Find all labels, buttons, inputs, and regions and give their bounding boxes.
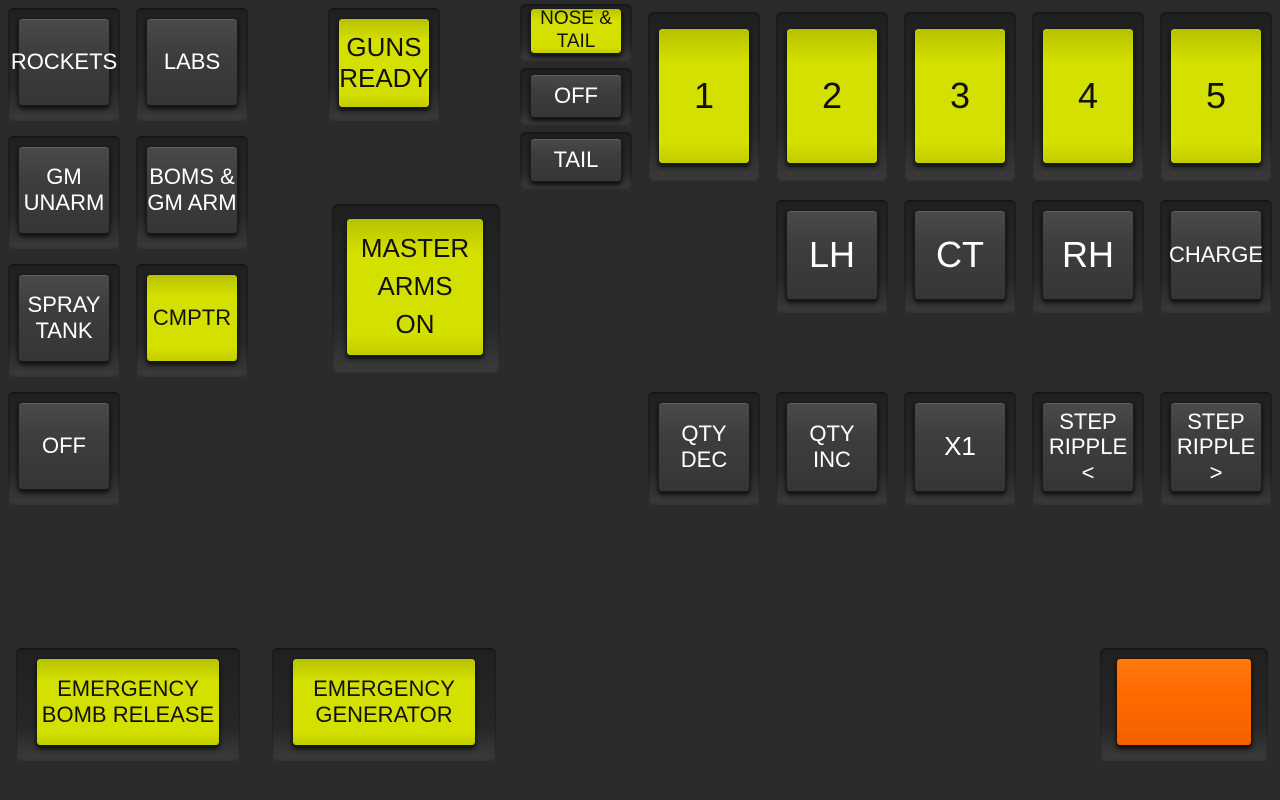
charge-button[interactable]: CHARGE xyxy=(1169,210,1263,300)
left-off-button[interactable]: OFF xyxy=(18,402,110,490)
gm-unarm-button[interactable]: GM UNARM xyxy=(18,146,110,234)
station-4-button[interactable]: 4 xyxy=(1042,28,1134,164)
emergency-bomb-release-button[interactable]: EMERGENCY BOMB RELEASE xyxy=(36,658,220,746)
step-ripple-next-button[interactable]: STEP RIPPLE > xyxy=(1170,402,1262,492)
fuze-off-button[interactable]: OFF xyxy=(530,74,622,118)
labs-button[interactable]: LABS xyxy=(146,18,238,106)
station-1-button[interactable]: 1 xyxy=(658,28,750,164)
rockets-button[interactable]: ROCKETS xyxy=(11,18,117,106)
cmptr-button[interactable]: CMPTR xyxy=(146,274,238,362)
fuze-tail-button[interactable]: TAIL xyxy=(530,138,622,182)
fuze-nose-tail-button[interactable]: NOSE & TAIL xyxy=(530,8,622,54)
lh-button[interactable]: LH xyxy=(786,210,878,300)
qty-dec-button[interactable]: QTY DEC xyxy=(658,402,750,492)
master-arms-button[interactable]: MASTER ARMS ON xyxy=(346,218,484,356)
guns-ready-button[interactable]: GUNS READY xyxy=(338,18,430,108)
station-5-button[interactable]: 5 xyxy=(1170,28,1262,164)
station-2-button[interactable]: 2 xyxy=(786,28,878,164)
step-ripple-prev-button[interactable]: STEP RIPPLE < xyxy=(1042,402,1134,492)
x1-button[interactable]: X1 xyxy=(914,402,1006,492)
station-3-button[interactable]: 3 xyxy=(914,28,1006,164)
qty-inc-button[interactable]: QTY INC xyxy=(786,402,878,492)
emergency-generator-button[interactable]: EMERGENCY GENERATOR xyxy=(292,658,476,746)
rh-button[interactable]: RH xyxy=(1042,210,1134,300)
orange-action-button[interactable] xyxy=(1116,658,1252,746)
boms-gm-arm-button[interactable]: BOMS & GM ARM xyxy=(146,146,238,234)
ct-button[interactable]: CT xyxy=(914,210,1006,300)
spray-tank-button[interactable]: SPRAY TANK xyxy=(18,274,110,362)
